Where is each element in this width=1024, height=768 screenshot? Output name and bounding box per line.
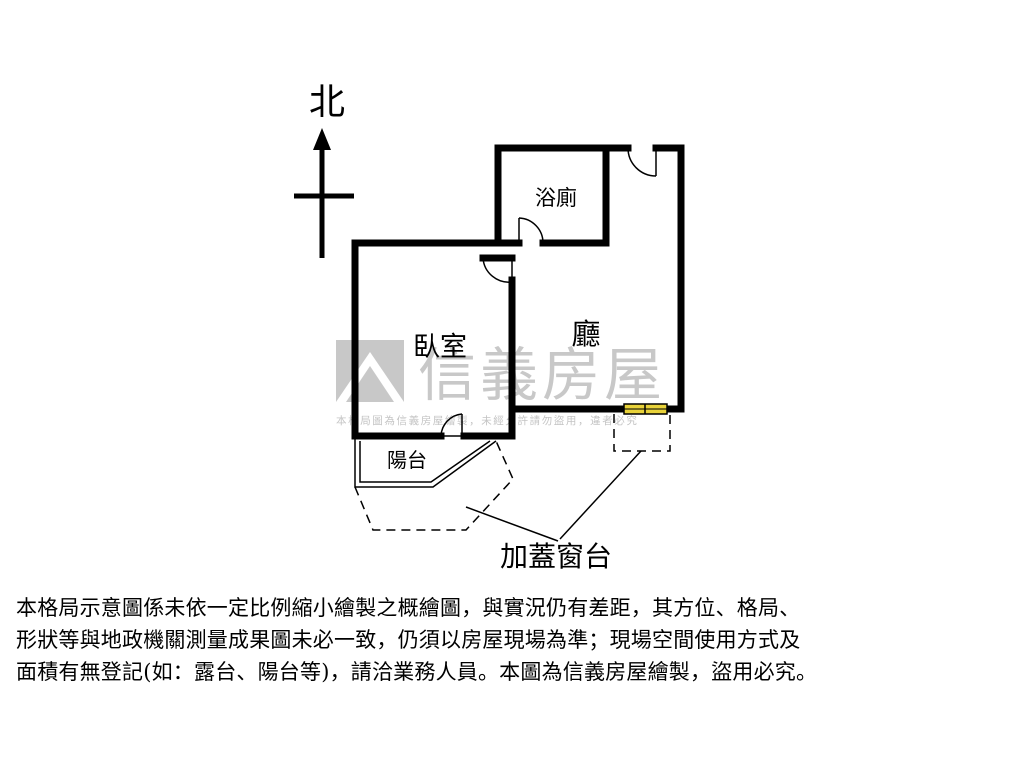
addon-window-dashed bbox=[354, 414, 671, 531]
room-label-balcony: 陽台 bbox=[387, 448, 427, 472]
north-arrow-icon bbox=[294, 128, 354, 258]
watermark-brand: 信義房屋 bbox=[418, 341, 666, 409]
disclaimer-line: 面積有無登記(如：露台、陽台等)，請洽業務人員。本圖為信義房屋繪製，盜用必究。 bbox=[16, 660, 818, 684]
watermark-logo-icon bbox=[336, 340, 404, 402]
room-label-living: 廳 bbox=[571, 317, 600, 351]
bedroom-door-icon bbox=[482, 257, 513, 283]
entrance-door-icon bbox=[627, 147, 657, 177]
balcony-door-icon bbox=[440, 413, 464, 437]
balcony-outline bbox=[354, 436, 497, 488]
addon-leader-lines bbox=[465, 450, 642, 542]
floor-plan: 北 信義房屋 本格局圖為信義房屋繪製，未經允許請勿盜用，違者必究 bbox=[294, 82, 685, 573]
window-icon bbox=[623, 403, 668, 415]
watermark-notice: 本格局圖為信義房屋繪製，未經允許請勿盜用，違者必究 bbox=[336, 414, 639, 427]
compass-north-label: 北 bbox=[309, 82, 345, 123]
addon-window-label: 加蓋窗台 bbox=[500, 540, 612, 573]
bathroom-door-icon bbox=[518, 217, 544, 244]
disclaimer-text: 本格局示意圖係未依一定比例縮小繪製之概繪圖，與實況仍有差距，其方位、格局、 形狀… bbox=[16, 592, 1012, 688]
room-label-bathroom: 浴廁 bbox=[535, 186, 577, 210]
walls bbox=[351, 144, 685, 440]
room-label-bedroom: 臥室 bbox=[413, 332, 467, 363]
disclaimer-line: 形狀等與地政機關測量成果圖未必一致，仍須以房屋現場為準；現場空間使用方式及 bbox=[16, 628, 801, 652]
disclaimer-line: 本格局示意圖係未依一定比例縮小繪製之概繪圖，與實況仍有差距，其方位、格局、 bbox=[16, 596, 801, 620]
